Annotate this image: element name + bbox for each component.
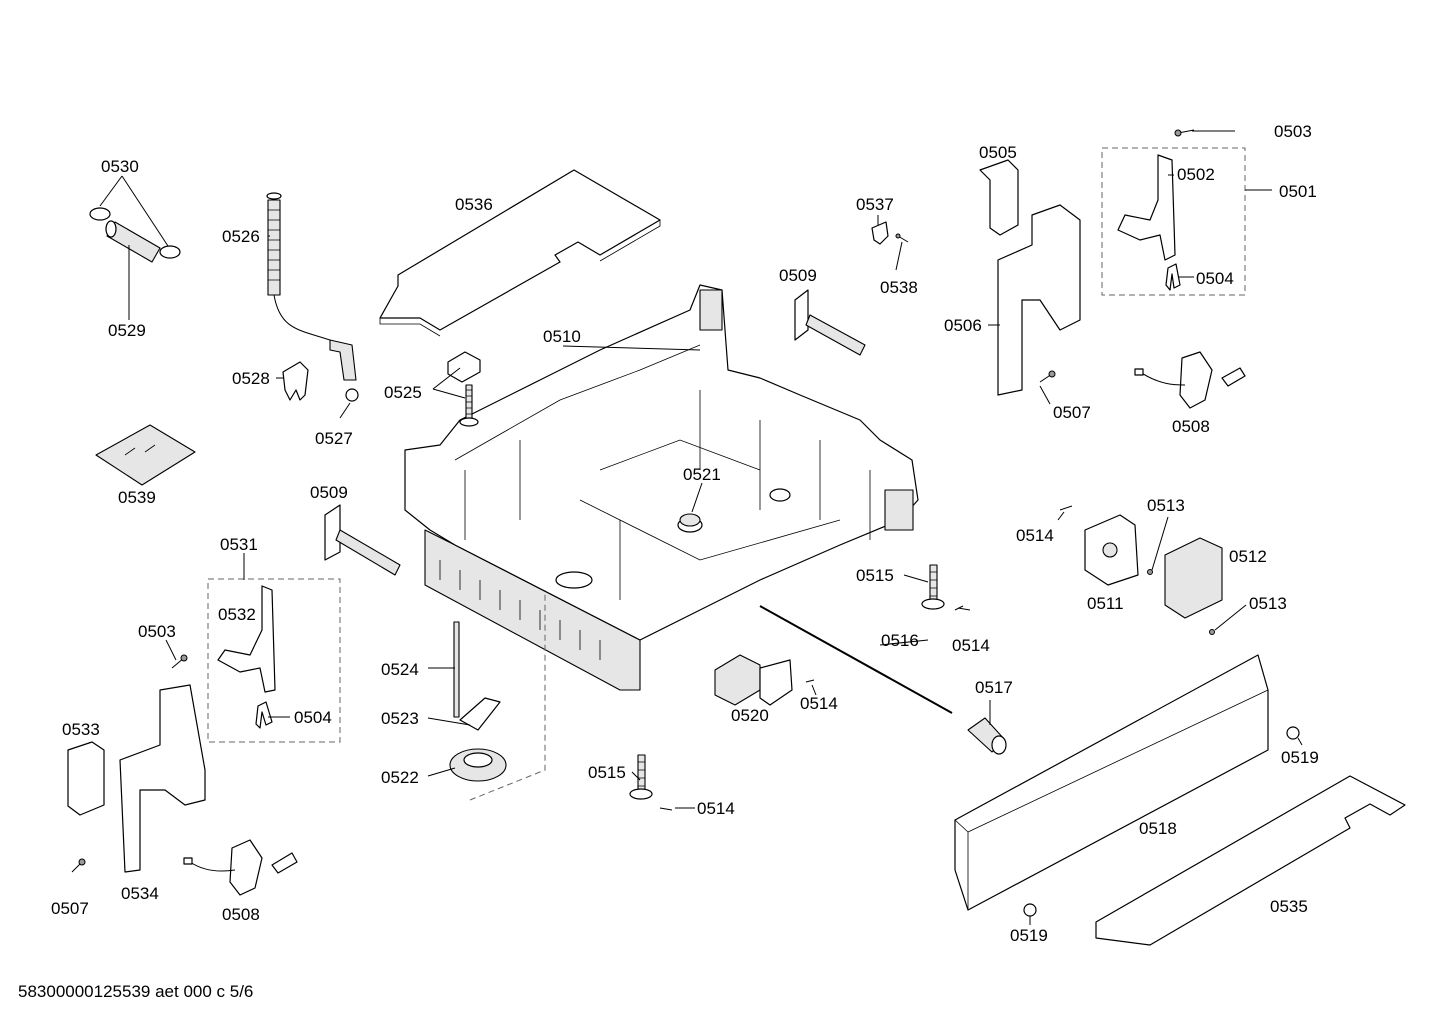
part-0511-cover: [1084, 514, 1139, 586]
part-0523-lever: [459, 697, 501, 731]
part-0525-adjustable-foot: [447, 351, 481, 427]
callout-0519a: 0519: [1281, 748, 1319, 767]
callout-0503b: 0503: [138, 622, 176, 641]
part-0527-ring: [345, 388, 359, 402]
callout-labels: 0503 0502 0501 0504 0505 0506 0507 0508 …: [51, 122, 1319, 945]
callout-0516: 0516: [881, 631, 919, 650]
callout-0520: 0520: [731, 706, 769, 725]
callout-0528: 0528: [232, 369, 270, 388]
callout-0509: 0509: [779, 266, 817, 285]
callout-0538: 0538: [880, 278, 918, 297]
callout-0505: 0505: [979, 143, 1017, 162]
part-0530-hose-clamps: [89, 207, 181, 259]
part-0533-cover: [67, 741, 105, 816]
callout-0514c: 0514: [800, 694, 838, 713]
part-0537-sensor: [871, 221, 889, 245]
leader-lines: [99, 130, 1303, 925]
callout-0508: 0508: [1172, 417, 1210, 436]
part-0534-hinge-bracket: [119, 684, 206, 873]
part-0529-sleeve: [105, 220, 161, 263]
part-0515-foot-right: [921, 564, 945, 610]
part-0503-screw-bottom: [171, 654, 188, 669]
part-0538-screw: [895, 233, 909, 243]
callout-0534: 0534: [121, 884, 159, 903]
part-0508-switch-bottom: [183, 839, 298, 896]
part-0520-valve: [714, 654, 793, 706]
callout-0513b: 0513: [1249, 594, 1287, 613]
part-0528-clip: [282, 361, 309, 401]
part-0503-screw-top: [1174, 129, 1195, 137]
callout-0502: 0502: [1177, 165, 1215, 184]
callout-0521: 0521: [683, 465, 721, 484]
callout-0510: 0510: [543, 327, 581, 346]
part-0517-knob: [967, 717, 1007, 755]
part-0510-base-tub: [404, 284, 919, 691]
part-0519-screws: [1023, 726, 1300, 917]
callout-0531: 0531: [220, 535, 258, 554]
callout-0514b: 0514: [952, 636, 990, 655]
callout-0509b: 0509: [310, 483, 348, 502]
callout-0523: 0523: [381, 709, 419, 728]
callout-0511: 0511: [1087, 594, 1124, 613]
callout-0527: 0527: [315, 429, 353, 448]
callout-0519b: 0519: [1010, 926, 1048, 945]
part-0536-insulation-plate: [379, 169, 661, 337]
callout-0515b: 0515: [588, 763, 626, 782]
callout-0517: 0517: [975, 678, 1013, 697]
callout-0522: 0522: [381, 768, 419, 787]
part-0507-screw-bottom: [71, 858, 86, 873]
part-0535-strip: [1095, 775, 1406, 946]
callout-0501: 0501: [1279, 182, 1317, 201]
part-0521-part: [679, 513, 701, 527]
callout-0504b: 0504: [294, 708, 332, 727]
callout-0535: 0535: [1270, 897, 1308, 916]
part-0509-spring-right: [794, 289, 866, 356]
callout-0503: 0503: [1274, 122, 1312, 141]
callout-0524: 0524: [381, 660, 419, 679]
callout-0529: 0529: [108, 321, 146, 340]
callout-0539: 0539: [118, 488, 156, 507]
callout-0514d: 0514: [697, 799, 735, 818]
part-0522-float: [449, 748, 507, 782]
part-0505-bracket: [979, 159, 1019, 236]
part-0539-accessory-bag: [95, 424, 196, 486]
callout-0515a: 0515: [856, 566, 894, 585]
part-0506-hinge-bracket: [997, 204, 1081, 396]
callout-0506: 0506: [944, 316, 982, 335]
part-0526-hose: [266, 192, 357, 381]
part-0509-spring-left: [324, 504, 401, 576]
document-code: 58300000125539 aet 000 c 5/6: [18, 982, 253, 1001]
callout-0504: 0504: [1196, 269, 1234, 288]
callout-0508b: 0508: [222, 905, 260, 924]
part-0518-plinth-panel: [954, 654, 1269, 911]
part-0515-foot-bottom: [629, 754, 653, 800]
callout-0532: 0532: [218, 605, 256, 624]
callout-0513a: 0513: [1147, 496, 1185, 515]
callout-0537: 0537: [856, 195, 894, 214]
part-0512-cap: [1164, 537, 1223, 619]
callout-0512: 0512: [1229, 547, 1267, 566]
part-0524-rod: [453, 621, 460, 718]
part-0508-switch-top: [1134, 351, 1246, 409]
callout-0536: 0536: [455, 195, 493, 214]
part-0507-screw-top: [1039, 370, 1056, 383]
callout-0533: 0533: [62, 720, 100, 739]
part-0516-rod: [759, 605, 953, 714]
callout-0530: 0530: [101, 157, 139, 176]
callout-0526: 0526: [222, 227, 260, 246]
callout-0525: 0525: [384, 383, 422, 402]
callout-0518: 0518: [1139, 819, 1177, 838]
callout-0514a: 0514: [1016, 526, 1054, 545]
group-0531-box: [207, 578, 341, 743]
callout-0507b: 0507: [51, 899, 89, 918]
group-0501-box: [1101, 147, 1246, 296]
part-0513-screws: [1147, 569, 1215, 635]
callout-0507: 0507: [1053, 403, 1091, 422]
